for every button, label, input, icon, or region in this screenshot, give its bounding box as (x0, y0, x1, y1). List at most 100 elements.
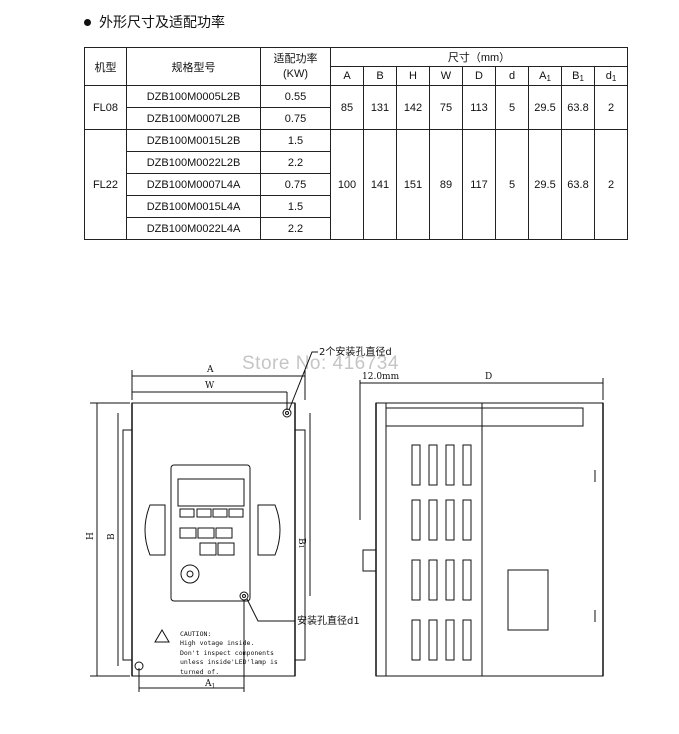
header-dim-letter: B (376, 70, 384, 82)
dim-cell: 113 (462, 85, 496, 130)
dim-cell: 85 (330, 85, 364, 130)
dim-cell: 63.8 (561, 85, 595, 130)
label-D: D (485, 372, 492, 382)
spec-cell: DZB100M0015L2B (126, 129, 261, 152)
side-label-area (507, 569, 549, 631)
table-header-row: 机型 规格型号 适配功率 (KW) 尺寸（mm） (84, 47, 628, 86)
keypad-panel (170, 464, 251, 602)
mount-hole-d1 (239, 591, 249, 601)
vent-slot (411, 559, 421, 601)
dim-cell: 89 (429, 129, 463, 240)
header-dim-0: A (330, 66, 364, 86)
section-heading-text: 外形尺寸及适配功率 (99, 15, 225, 31)
mount-hole-top-right (282, 408, 292, 418)
vent-slot (445, 619, 455, 661)
label-W: W (205, 381, 215, 391)
vent-slot (428, 444, 438, 486)
header-dims: 尺寸（mm） (330, 47, 628, 67)
label-B1: B1 (296, 538, 306, 548)
knob-icon (180, 564, 200, 584)
vent-slot (428, 499, 438, 541)
caution-line-3: Don't inspect components (180, 649, 274, 657)
header-dim-1: B (363, 66, 397, 86)
vent-slot (411, 444, 421, 486)
side-connector (362, 549, 377, 572)
dim-cell: 151 (396, 129, 430, 240)
caution-line-4: unless inside'LED'lamp is (180, 658, 278, 666)
vent-slot (411, 499, 421, 541)
label-B: B (107, 533, 117, 540)
header-dim-6: A1 (528, 66, 562, 86)
caution-line-5: turned of. (180, 668, 219, 676)
header-dim-7: B1 (561, 66, 595, 86)
header-dim-letter: A (539, 69, 547, 82)
header-model: 机型 (84, 47, 127, 86)
header-dim-subscript: 1 (546, 73, 551, 83)
label-A1: A1 (204, 679, 215, 690)
dim-cell: 2 (594, 85, 628, 130)
spec-cell: DZB100M0005L2B (126, 85, 261, 108)
dim-cell: 63.8 (561, 129, 595, 240)
caution-text: CAUTION: High votage inside. Don't inspe… (180, 630, 278, 676)
header-dim-letter: A (343, 70, 351, 82)
vent-slot (462, 619, 472, 661)
vent-slot (445, 499, 455, 541)
dim-cell: 5 (495, 129, 529, 240)
model-cell: FL22 (84, 129, 127, 240)
header-dim-3: W (429, 66, 463, 86)
dim-cell: 2 (594, 129, 628, 240)
bullet-icon (84, 18, 91, 26)
vent-slot (462, 444, 472, 486)
spec-cell: DZB100M0022L2B (126, 151, 261, 174)
vent-slot (462, 559, 472, 601)
vent-slot (411, 619, 421, 661)
spec-cell: DZB100M0007L4A (126, 173, 261, 196)
label-holes-d: 2个安装孔直径d (319, 345, 392, 358)
front-housing-outline (131, 402, 296, 677)
spec-cell: DZB100M0022L4A (126, 217, 261, 240)
header-dim-letter: H (409, 70, 417, 82)
dimension-labels: A W H B B1 A1 D 12.0mm 2个安装孔直径d 安装孔直径d1 (86, 345, 492, 690)
section-heading: 外形尺寸及适配功率 (84, 12, 225, 32)
header-dim-5: d (495, 66, 529, 86)
header-power-label: 适配功率 (273, 52, 318, 65)
dim-cell: 131 (363, 85, 397, 130)
header-dim-4: D (462, 66, 496, 86)
dim-cell: 29.5 (528, 129, 562, 240)
power-cell: 1.5 (260, 129, 331, 152)
header-power: 适配功率 (KW) (260, 47, 331, 86)
label-12mm: 12.0mm (362, 372, 400, 382)
header-dim-2: H (396, 66, 430, 86)
header-dim-letter: B (572, 69, 580, 82)
dim-cell: 141 (363, 129, 397, 240)
header-spec: 规格型号 (126, 47, 261, 86)
header-dim-subscript: 1 (579, 73, 584, 83)
dim-cell: 75 (429, 85, 463, 130)
store-watermark: Store No: 416734 (242, 353, 399, 374)
vent-slot (428, 619, 438, 661)
vent-slot (462, 499, 472, 541)
warning-icon (154, 629, 170, 643)
header-dim-letter: W (440, 70, 452, 82)
dim-cell: 142 (396, 85, 430, 130)
header-power-unit: (KW) (282, 67, 309, 80)
caution-line-1: CAUTION: (180, 630, 211, 638)
vent-slot (445, 444, 455, 486)
label-H: H (86, 532, 96, 540)
spec-cell: DZB100M0007L2B (126, 107, 261, 130)
dimension-drawing: A W H B B1 A1 D 12.0mm 2个安装孔直径d 安装孔直径d1 … (86, 345, 604, 692)
header-dim-letter: D (475, 70, 483, 82)
power-cell: 0.75 (260, 107, 331, 130)
vent-slot (445, 559, 455, 601)
header-dim-letter: d (605, 69, 612, 82)
power-cell: 2.2 (260, 151, 331, 174)
label-A: A (206, 365, 214, 375)
power-cell: 1.5 (260, 195, 331, 218)
